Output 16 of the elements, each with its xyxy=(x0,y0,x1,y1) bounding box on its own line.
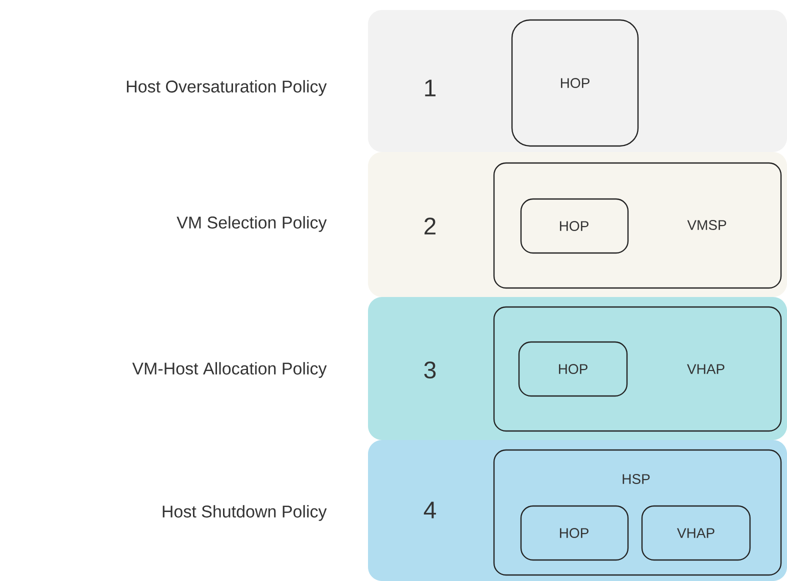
box-label: VMSP xyxy=(687,220,726,230)
policy-label: Host Shutdown Policy xyxy=(162,505,327,521)
box-label: HOP xyxy=(558,364,588,374)
policy-label: VM Selection Policy xyxy=(176,216,327,232)
step-number: 1 xyxy=(425,80,436,96)
step-number: 4 xyxy=(424,502,436,518)
policy-label: Host Oversaturation Policy xyxy=(126,80,327,96)
box-label: VHAP xyxy=(687,364,724,374)
box-label: HOP xyxy=(560,528,588,538)
step-number: 3 xyxy=(424,362,436,378)
box-label: HSP xyxy=(622,474,650,484)
box-label: HOP xyxy=(560,221,588,231)
box-label: HOP xyxy=(560,78,590,88)
policy-label: VM-Host Allocation Policy xyxy=(132,362,327,378)
box-label: VHAP xyxy=(677,528,714,538)
step-number: 2 xyxy=(424,218,436,234)
